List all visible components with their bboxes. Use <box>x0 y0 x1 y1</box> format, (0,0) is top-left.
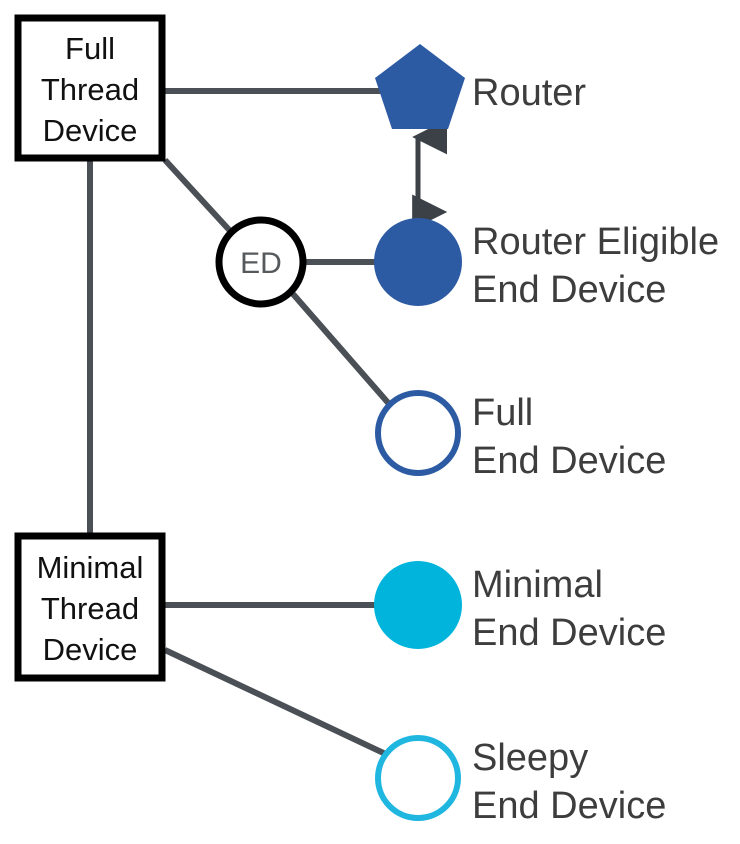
minimal-thread-device-label-line-2: Thread <box>41 591 139 626</box>
connector-lines <box>87 88 448 760</box>
node-full-thread-device[interactable]: Full Thread Device <box>14 14 166 162</box>
legend-label-minimal-end-device: Minimal End Device <box>472 564 666 654</box>
connector-ed-hub-to-full-end-device <box>290 292 393 407</box>
minimal-thread-device-label-line-1: Minimal <box>37 550 144 585</box>
connector-ftd-to-ed-hub <box>162 157 235 236</box>
node-minimal-thread-device[interactable]: Minimal Thread Device <box>14 532 166 682</box>
legend-glyph-sleepy-end-device[interactable] <box>375 735 461 821</box>
minimal-thread-device-box[interactable] <box>14 532 166 682</box>
router-eligible-end-device-circle-icon[interactable] <box>374 218 462 306</box>
legend-glyph-full-end-device[interactable] <box>375 390 461 476</box>
legend-label-sleepy-end-device-line-1: Sleepy <box>472 737 588 779</box>
connector-mtd-to-sleepy-end-device <box>163 647 394 760</box>
legend-label-reed-line-1: Router Eligible <box>472 221 719 263</box>
minimal-thread-device-label-line-3: Device <box>43 632 138 667</box>
legend-label-reed-line-2: End Device <box>472 269 666 311</box>
legend-label-router-line-1: Router <box>472 72 586 114</box>
legend-label-sleepy-end-device-line-2: End Device <box>472 785 666 827</box>
router-pentagon-icon[interactable] <box>375 44 465 129</box>
legend-label-minimal-end-device-line-1: Minimal <box>472 564 603 606</box>
legend-glyph-router-eligible-end-device[interactable] <box>374 218 462 306</box>
legend-label-sleepy-end-device: Sleepy End Device <box>472 737 666 827</box>
legend-label-full-end-device-line-2: End Device <box>472 440 666 482</box>
sleepy-end-device-circle-icon[interactable] <box>375 735 461 821</box>
legend-glyph-minimal-end-device[interactable] <box>374 561 462 649</box>
end-device-hub-circle[interactable] <box>215 216 307 308</box>
legend-label-minimal-end-device-line-2: End Device <box>472 612 666 654</box>
end-device-hub-label: ED <box>240 247 282 280</box>
full-end-device-circle-icon[interactable] <box>375 390 461 476</box>
minimal-end-device-circle-icon[interactable] <box>374 561 462 649</box>
full-thread-device-box[interactable] <box>14 14 166 162</box>
full-thread-device-label-line-3: Device <box>43 113 138 148</box>
legend-glyph-router[interactable] <box>375 44 465 129</box>
legend-label-router-eligible-end-device: Router Eligible End Device <box>472 221 719 311</box>
legend-label-full-end-device: Full End Device <box>472 392 666 482</box>
full-thread-device-label-line-2: Thread <box>41 72 139 107</box>
legend-label-full-end-device-line-1: Full <box>472 392 533 434</box>
full-thread-device-label-line-1: Full <box>65 31 115 66</box>
legend-label-router: Router <box>472 72 586 114</box>
node-end-device-hub[interactable]: ED <box>215 216 307 308</box>
